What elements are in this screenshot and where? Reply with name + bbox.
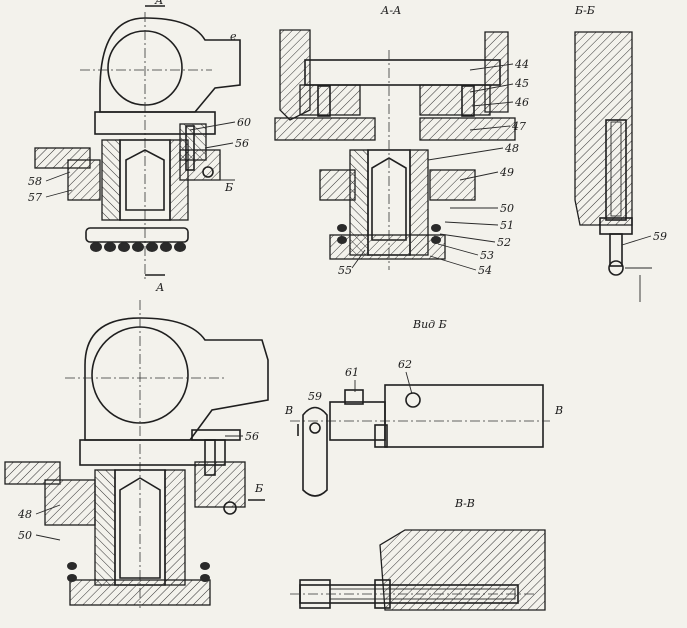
title-section-bb: Б-Б xyxy=(574,4,595,17)
view-titles: А-А Б-Б Вид Б В-В xyxy=(380,4,595,510)
view-b xyxy=(290,384,550,497)
part-numbers: 44 45 46 47 48 49 50 51 52 53 54 55 56 5… xyxy=(17,58,667,542)
leader-lines xyxy=(35,63,652,541)
section-aa-view xyxy=(274,29,516,270)
part-62: 62 xyxy=(398,358,412,371)
front-view-top xyxy=(34,5,241,282)
title-section-vv: В-В xyxy=(454,497,475,510)
section-bb-view xyxy=(574,31,652,302)
marker-e: е xyxy=(230,30,237,43)
part-44: 44 xyxy=(514,58,529,71)
marker-b-top: Б xyxy=(224,181,233,194)
part-56-bottom: 56 xyxy=(245,430,259,443)
part-48: 48 xyxy=(504,142,519,155)
part-59: 59 xyxy=(653,230,667,243)
marker-a-top: А xyxy=(154,0,163,7)
spring xyxy=(85,227,189,252)
part-47: 47 xyxy=(511,120,526,133)
cut-markers: А А Б Б В В е xyxy=(154,0,563,495)
part-60: 60 xyxy=(237,116,251,129)
part-52: 52 xyxy=(497,236,511,249)
marker-a-bottom: А xyxy=(155,281,164,294)
part-54: 54 xyxy=(478,264,492,277)
part-55: 55 xyxy=(338,264,352,277)
part-50: 50 xyxy=(500,202,514,215)
part-51: 51 xyxy=(500,219,514,232)
marker-b-bottom: Б xyxy=(254,482,263,495)
section-vv-view xyxy=(290,529,546,611)
part-61: 61 xyxy=(345,366,359,379)
part-59-view-b: 59 xyxy=(308,390,322,403)
part-49: 49 xyxy=(499,166,514,179)
marker-v-right: В xyxy=(554,404,563,417)
part-57: 57 xyxy=(28,191,42,204)
title-view-b: Вид Б xyxy=(412,318,447,331)
part-46: 46 xyxy=(514,96,529,109)
part-56: 56 xyxy=(235,137,249,150)
front-view-bottom xyxy=(4,300,269,608)
part-45: 45 xyxy=(514,77,529,90)
part-58: 58 xyxy=(28,175,42,188)
marker-v-left: В xyxy=(284,404,293,417)
part-50-bottom: 50 xyxy=(18,529,32,542)
part-48-bottom: 48 xyxy=(17,508,32,521)
title-section-aa: А-А xyxy=(380,4,401,17)
part-53: 53 xyxy=(480,249,494,262)
